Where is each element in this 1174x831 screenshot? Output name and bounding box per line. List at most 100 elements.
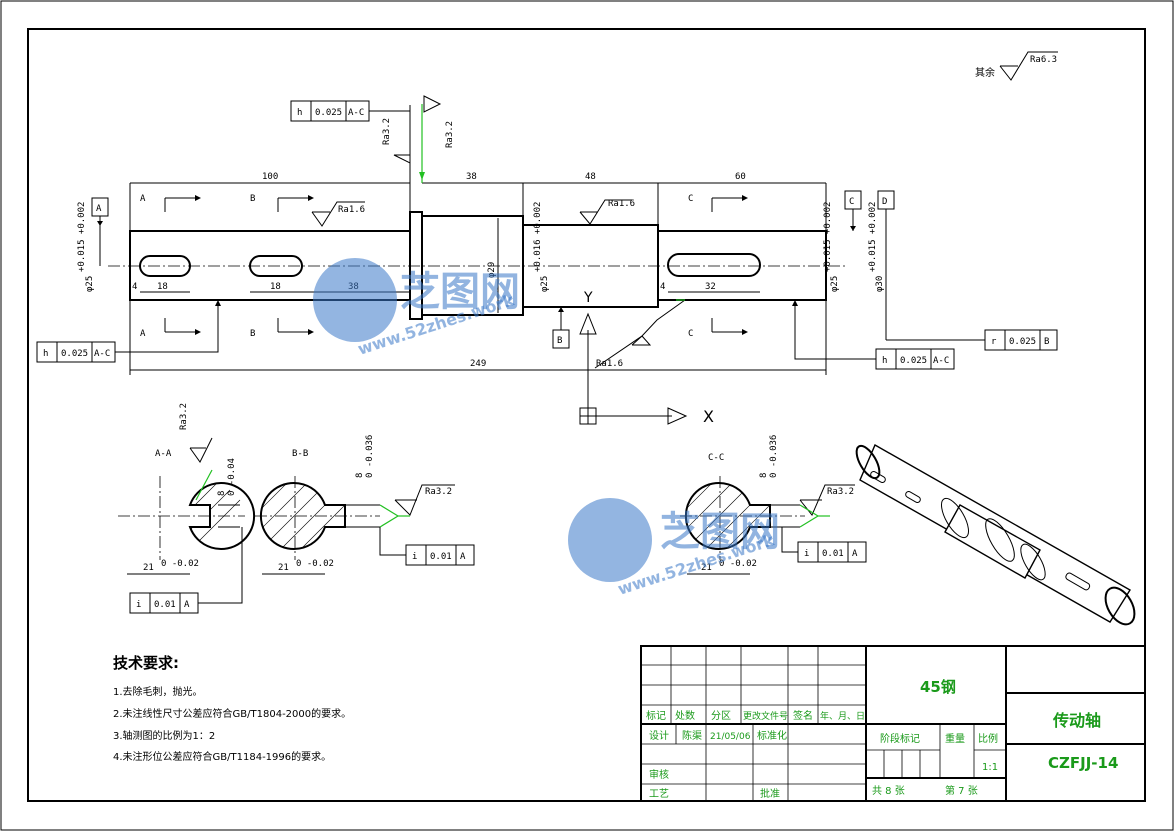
svg-text:18: 18 — [270, 282, 281, 292]
global-roughness-note: 其余 Ra6.3 — [975, 51, 1058, 81]
svg-text:其余: 其余 — [975, 66, 995, 79]
svg-text:21: 21 — [278, 563, 289, 573]
svg-text:h: h — [297, 108, 302, 118]
part-name: 传动轴 — [1052, 711, 1101, 730]
svg-text:审核: 审核 — [649, 768, 669, 781]
svg-text:Ra1.6: Ra1.6 — [596, 359, 623, 369]
svg-text:年、月、日: 年、月、日 — [820, 710, 865, 722]
dia-phi25-left: φ25 — [85, 276, 95, 292]
svg-text:21: 21 — [701, 563, 712, 573]
isometric-shaft-view — [855, 444, 1136, 626]
svg-text:8: 8 — [759, 473, 769, 478]
svg-text:2.未注线性尺寸公差应符合GB/T1804-2000的要求。: 2.未注线性尺寸公差应符合GB/T1804-2000的要求。 — [113, 707, 351, 720]
dim-60: 60 — [735, 172, 746, 182]
fcf-runout: r 0.025 B — [886, 329, 1058, 351]
svg-text:A-C: A-C — [94, 349, 110, 359]
svg-text:B: B — [1044, 337, 1049, 347]
coordinate-axes: X Y — [579, 290, 714, 426]
svg-text:芝图网: 芝图网 — [400, 269, 520, 315]
fcf-right: h 0.025 A-C — [792, 300, 955, 370]
datum-a: A — [96, 204, 102, 214]
svg-text:第 7 张: 第 7 张 — [945, 784, 978, 797]
svg-text:21/05/06: 21/05/06 — [710, 732, 751, 742]
svg-text:A: A — [460, 552, 466, 562]
svg-text:重量: 重量 — [945, 732, 965, 745]
fcf-left: h 0.025 A-C — [36, 300, 221, 363]
svg-text:+0.015 +0.002: +0.015 +0.002 — [868, 202, 878, 272]
datum-c: C — [849, 197, 854, 207]
dim-249: 249 — [470, 359, 486, 369]
svg-text:Ra1.6: Ra1.6 — [338, 205, 365, 215]
svg-text:0 -0.04: 0 -0.04 — [227, 458, 237, 496]
svg-text:4: 4 — [132, 282, 137, 292]
svg-text:h: h — [882, 356, 887, 366]
svg-text:C: C — [688, 329, 693, 339]
svg-text:+0.015 +0.002: +0.015 +0.002 — [77, 202, 87, 272]
svg-text:32: 32 — [705, 282, 716, 292]
svg-text:0.025: 0.025 — [900, 356, 927, 366]
svg-text:A: A — [852, 549, 858, 559]
svg-text:0 -0.036: 0 -0.036 — [769, 435, 779, 478]
svg-text:0.01: 0.01 — [822, 549, 844, 559]
dia-phi25-right: φ25 — [830, 276, 840, 292]
svg-text:0.025: 0.025 — [315, 108, 342, 118]
watermark: 芝图网 www.52zhes.work 芝图网 www.52zhes.work — [313, 258, 780, 599]
keyway-3 — [667, 253, 761, 277]
svg-text:B: B — [250, 329, 255, 339]
datum-b: B — [557, 336, 562, 346]
svg-text:21: 21 — [143, 563, 154, 573]
svg-text:0 -0.02: 0 -0.02 — [719, 559, 757, 569]
svg-text:Ra3.2: Ra3.2 — [382, 118, 392, 145]
datum-d: D — [882, 197, 887, 207]
title-block: 标记 处数 分区 更改文件号 签名 年、月、日 设计 陈渠 21/05/06 标… — [640, 645, 1146, 802]
svg-text:A-C: A-C — [348, 108, 364, 118]
svg-text:A-A: A-A — [155, 449, 172, 459]
section-aa: A-A 21 0 -0.02 8 0 -0.04 Ra3.2 i 0.01 A — [118, 403, 256, 614]
svg-text:Y: Y — [583, 290, 593, 306]
svg-text:批准: 批准 — [760, 787, 780, 800]
svg-text:8: 8 — [355, 473, 365, 478]
svg-text:+0.016 +0.002: +0.016 +0.002 — [533, 202, 543, 272]
svg-text:Ra3.2: Ra3.2 — [179, 403, 189, 430]
svg-text:Ra1.6: Ra1.6 — [608, 199, 635, 209]
svg-text:标准化: 标准化 — [757, 729, 787, 742]
svg-text:0 -0.02: 0 -0.02 — [161, 559, 199, 569]
dim-48: 48 — [585, 172, 596, 182]
svg-text:h: h — [43, 349, 48, 359]
section-cc: C-C 21 0 -0.02 8 0 -0.036 Ra3.2 i 0.01 A — [680, 435, 867, 575]
fcf-top: h 0.025 A-C — [290, 100, 410, 122]
svg-text:陈渠: 陈渠 — [682, 729, 702, 742]
svg-text:A-C: A-C — [933, 356, 949, 366]
svg-text:X: X — [703, 407, 714, 426]
svg-text:A: A — [140, 194, 146, 204]
svg-text:i: i — [136, 600, 141, 610]
svg-text:0 -0.036: 0 -0.036 — [365, 435, 375, 478]
svg-text:比例: 比例 — [978, 732, 998, 745]
svg-text:处数: 处数 — [675, 709, 695, 722]
svg-text:3.轴测图的比例为1：2: 3.轴测图的比例为1：2 — [113, 729, 215, 742]
svg-text:C-C: C-C — [708, 453, 724, 463]
svg-text:工艺: 工艺 — [649, 788, 669, 800]
keyway-1 — [139, 255, 191, 277]
svg-text:A: A — [140, 329, 146, 339]
svg-text:更改文件号: 更改文件号 — [743, 710, 788, 722]
svg-text:0.025: 0.025 — [1009, 337, 1036, 347]
svg-text:A: A — [184, 600, 190, 610]
svg-text:1:1: 1:1 — [982, 762, 998, 773]
svg-text:技术要求:: 技术要求: — [113, 654, 179, 672]
svg-text:Ra3.2: Ra3.2 — [425, 487, 452, 497]
drawing-frame — [27, 28, 1146, 802]
main-shaft-view: 100 38 48 60 249 18 18 38 32 4 4 φ25 +0.… — [36, 95, 1058, 426]
svg-text:8: 8 — [217, 491, 227, 496]
svg-text:芝图网: 芝图网 — [660, 509, 780, 555]
svg-text:Ra3.2: Ra3.2 — [827, 487, 854, 497]
svg-text:0 -0.02: 0 -0.02 — [296, 559, 334, 569]
svg-text:0.025: 0.025 — [61, 349, 88, 359]
dia-phi29: φ29 — [487, 262, 497, 278]
svg-text:Ra6.3: Ra6.3 — [1030, 55, 1057, 65]
dim-38: 38 — [466, 172, 477, 182]
svg-text:18: 18 — [157, 282, 168, 292]
svg-text:1.去除毛刺，抛光。: 1.去除毛刺，抛光。 — [113, 685, 203, 698]
